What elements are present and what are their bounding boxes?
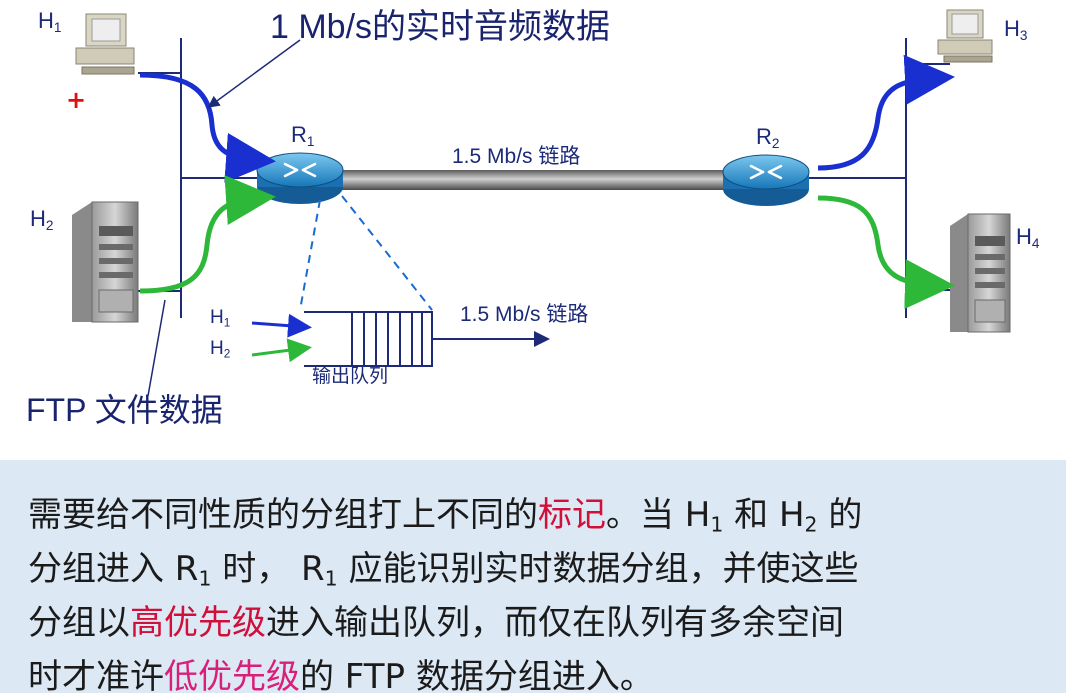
queue-link-speed-label: 1.5 Mb/s 链路 bbox=[460, 303, 589, 326]
host-label-h4: H4 bbox=[1016, 224, 1040, 251]
link-speed-label: 1.5 Mb/s 链路 bbox=[452, 145, 581, 168]
queue-input-label-h2: H2 bbox=[210, 338, 231, 361]
audio-flow-arrow-in bbox=[139, 72, 276, 183]
audio-flow-arrow-out bbox=[817, 54, 955, 171]
highlight-marking: 标记 bbox=[538, 495, 606, 535]
audio-data-title: 1 Mb/s的实时音频数据 bbox=[270, 8, 611, 46]
computer-icon-h3 bbox=[937, 9, 993, 63]
queue-zoom-lines bbox=[299, 195, 433, 311]
queue-input-label-h1: H1 bbox=[210, 307, 231, 330]
queue-in-arrow-h2 bbox=[251, 338, 312, 363]
caption-line-3: 分组以高优先级进入输出队列，而仅在队列有多余空间 bbox=[28, 603, 844, 643]
router-label-r1: R1 bbox=[291, 122, 315, 149]
audio-callout-pointer bbox=[207, 39, 301, 108]
highlight-low-priority: 低优先级 bbox=[164, 657, 300, 693]
network-diagram bbox=[72, 9, 1011, 397]
router-label-r2: R2 bbox=[756, 124, 780, 151]
highlight-high-priority: 高优先级 bbox=[130, 603, 266, 643]
server-icon-h4 bbox=[950, 213, 1011, 333]
router-icon-r2 bbox=[722, 154, 810, 206]
ftp-flow-arrow-in bbox=[139, 175, 276, 294]
server-icon-h2 bbox=[72, 201, 139, 323]
caption-line-1: 需要给不同性质的分组打上不同的标记。当 H1 和 H2 的 bbox=[28, 495, 863, 537]
output-queue-label: 输出队列 bbox=[312, 366, 389, 387]
ftp-data-title: FTP 文件数据 bbox=[26, 392, 223, 428]
host-label-h3: H3 bbox=[1004, 16, 1028, 43]
computer-icon-h1 bbox=[75, 13, 135, 75]
host-label-h1: H1 bbox=[38, 8, 62, 35]
queue-in-arrow-h1 bbox=[251, 313, 312, 338]
host-label-h2: H2 bbox=[30, 206, 54, 233]
caption-line-4: 时才准许低优先级的 FTP 数据分组进入。 bbox=[28, 660, 654, 693]
output-queue bbox=[304, 311, 433, 367]
ftp-callout-pointer bbox=[147, 299, 166, 397]
ftp-flow-arrow-out bbox=[817, 195, 955, 310]
caption-line-2: 分组进入 R1 时， R1 应能识别实时数据分组，并使这些 bbox=[28, 549, 859, 591]
caption-box: 需要给不同性质的分组打上不同的标记。当 H1 和 H2 的 分组进入 R1 时，… bbox=[0, 460, 1066, 693]
router-icon-r1 bbox=[256, 152, 344, 204]
main-link bbox=[330, 170, 740, 190]
lan-left bbox=[138, 38, 262, 318]
plus-mark: + bbox=[66, 86, 87, 114]
